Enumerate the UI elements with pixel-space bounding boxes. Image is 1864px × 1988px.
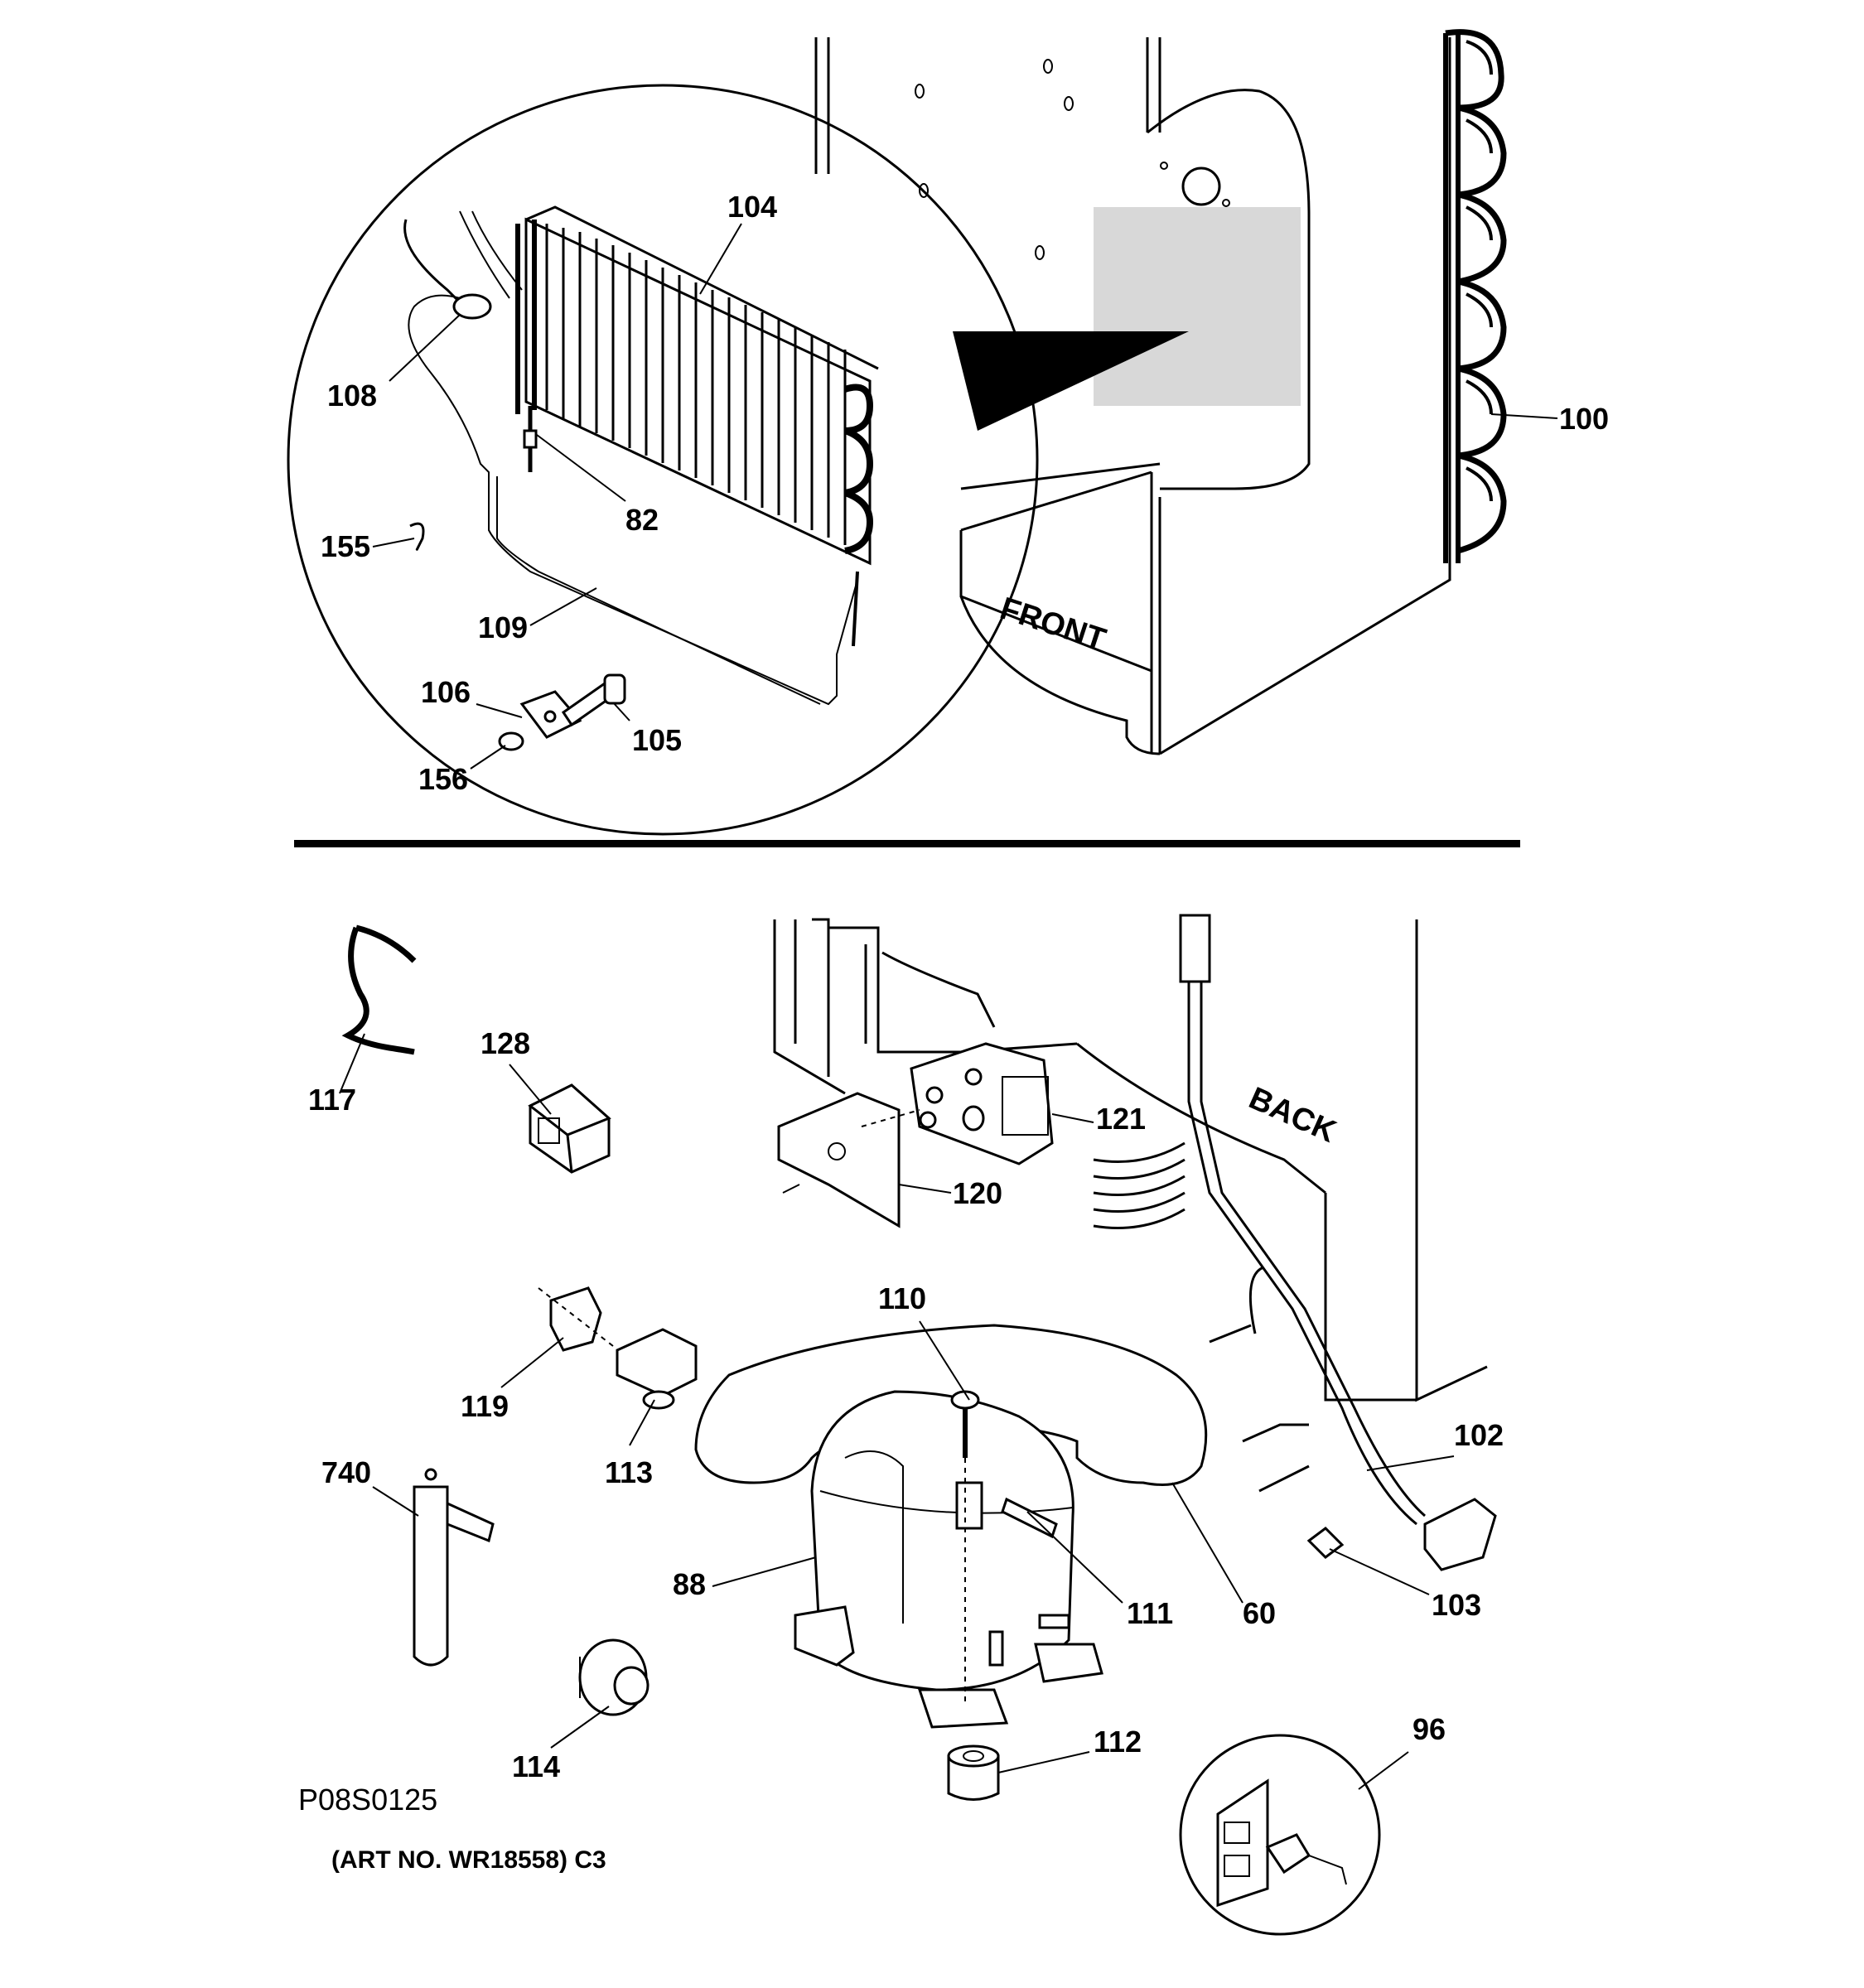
power-cord xyxy=(1093,914,1497,1571)
callout-109: 109 xyxy=(478,610,528,644)
part-114 xyxy=(578,1638,650,1716)
ground-screw xyxy=(1209,1324,1252,1344)
part-96 xyxy=(1179,1734,1381,1936)
callout-111: 111 xyxy=(1127,1596,1173,1630)
callout-108: 108 xyxy=(327,379,377,413)
part-120 xyxy=(777,1092,920,1228)
part-112 xyxy=(947,1744,1000,1801)
compressor xyxy=(794,1390,1103,1729)
callout-114: 114 xyxy=(512,1749,560,1783)
callout-103: 103 xyxy=(1432,1588,1481,1622)
clip-155 xyxy=(409,522,425,551)
callout-82: 82 xyxy=(625,503,659,537)
callout-60: 60 xyxy=(1243,1596,1276,1630)
tubes xyxy=(1242,1423,1310,1493)
callout-100: 100 xyxy=(1559,402,1609,436)
part-121 xyxy=(910,1042,1054,1165)
art-number: (ART NO. WR18558) C3 xyxy=(331,1846,606,1874)
section-divider xyxy=(294,840,1520,847)
diagram-code: P08S0125 xyxy=(298,1783,437,1817)
condenser-coil xyxy=(1443,29,1507,563)
callout-121: 121 xyxy=(1096,1102,1146,1136)
callout-119: 119 xyxy=(461,1389,509,1423)
back-label: BACK xyxy=(1243,1081,1341,1150)
part-119 xyxy=(538,1286,614,1352)
top-leaders xyxy=(372,223,1558,770)
callout-128: 128 xyxy=(480,1026,530,1060)
drain-parts xyxy=(498,673,626,751)
ground-wire xyxy=(1248,1266,1264,1334)
callout-105: 105 xyxy=(632,723,682,757)
callout-88: 88 xyxy=(673,1567,706,1601)
bottom-leaders xyxy=(339,1033,1455,1790)
callout-156: 156 xyxy=(418,762,468,796)
part-740 xyxy=(413,1468,495,1667)
callout-117: 117 xyxy=(308,1083,356,1117)
magnify-pointer xyxy=(953,331,1189,431)
part-113 xyxy=(616,1328,698,1410)
evaporator xyxy=(515,205,879,566)
magnified-view xyxy=(287,84,1039,836)
callout-740: 740 xyxy=(321,1455,371,1489)
callout-120: 120 xyxy=(953,1176,1002,1210)
cabinet-upper xyxy=(814,37,1451,755)
callout-112: 112 xyxy=(1094,1725,1142,1759)
part-117 xyxy=(341,924,417,1055)
callout-155: 155 xyxy=(321,529,370,563)
callout-110: 110 xyxy=(878,1281,926,1315)
callout-102: 102 xyxy=(1454,1418,1504,1452)
front-label: FRONT xyxy=(996,591,1109,658)
callout-96: 96 xyxy=(1412,1712,1446,1746)
callout-106: 106 xyxy=(421,675,471,709)
callout-113: 113 xyxy=(605,1455,653,1489)
defrost-heater-wiring xyxy=(403,210,859,706)
part-128 xyxy=(528,1083,611,1174)
callout-104: 104 xyxy=(727,190,777,224)
